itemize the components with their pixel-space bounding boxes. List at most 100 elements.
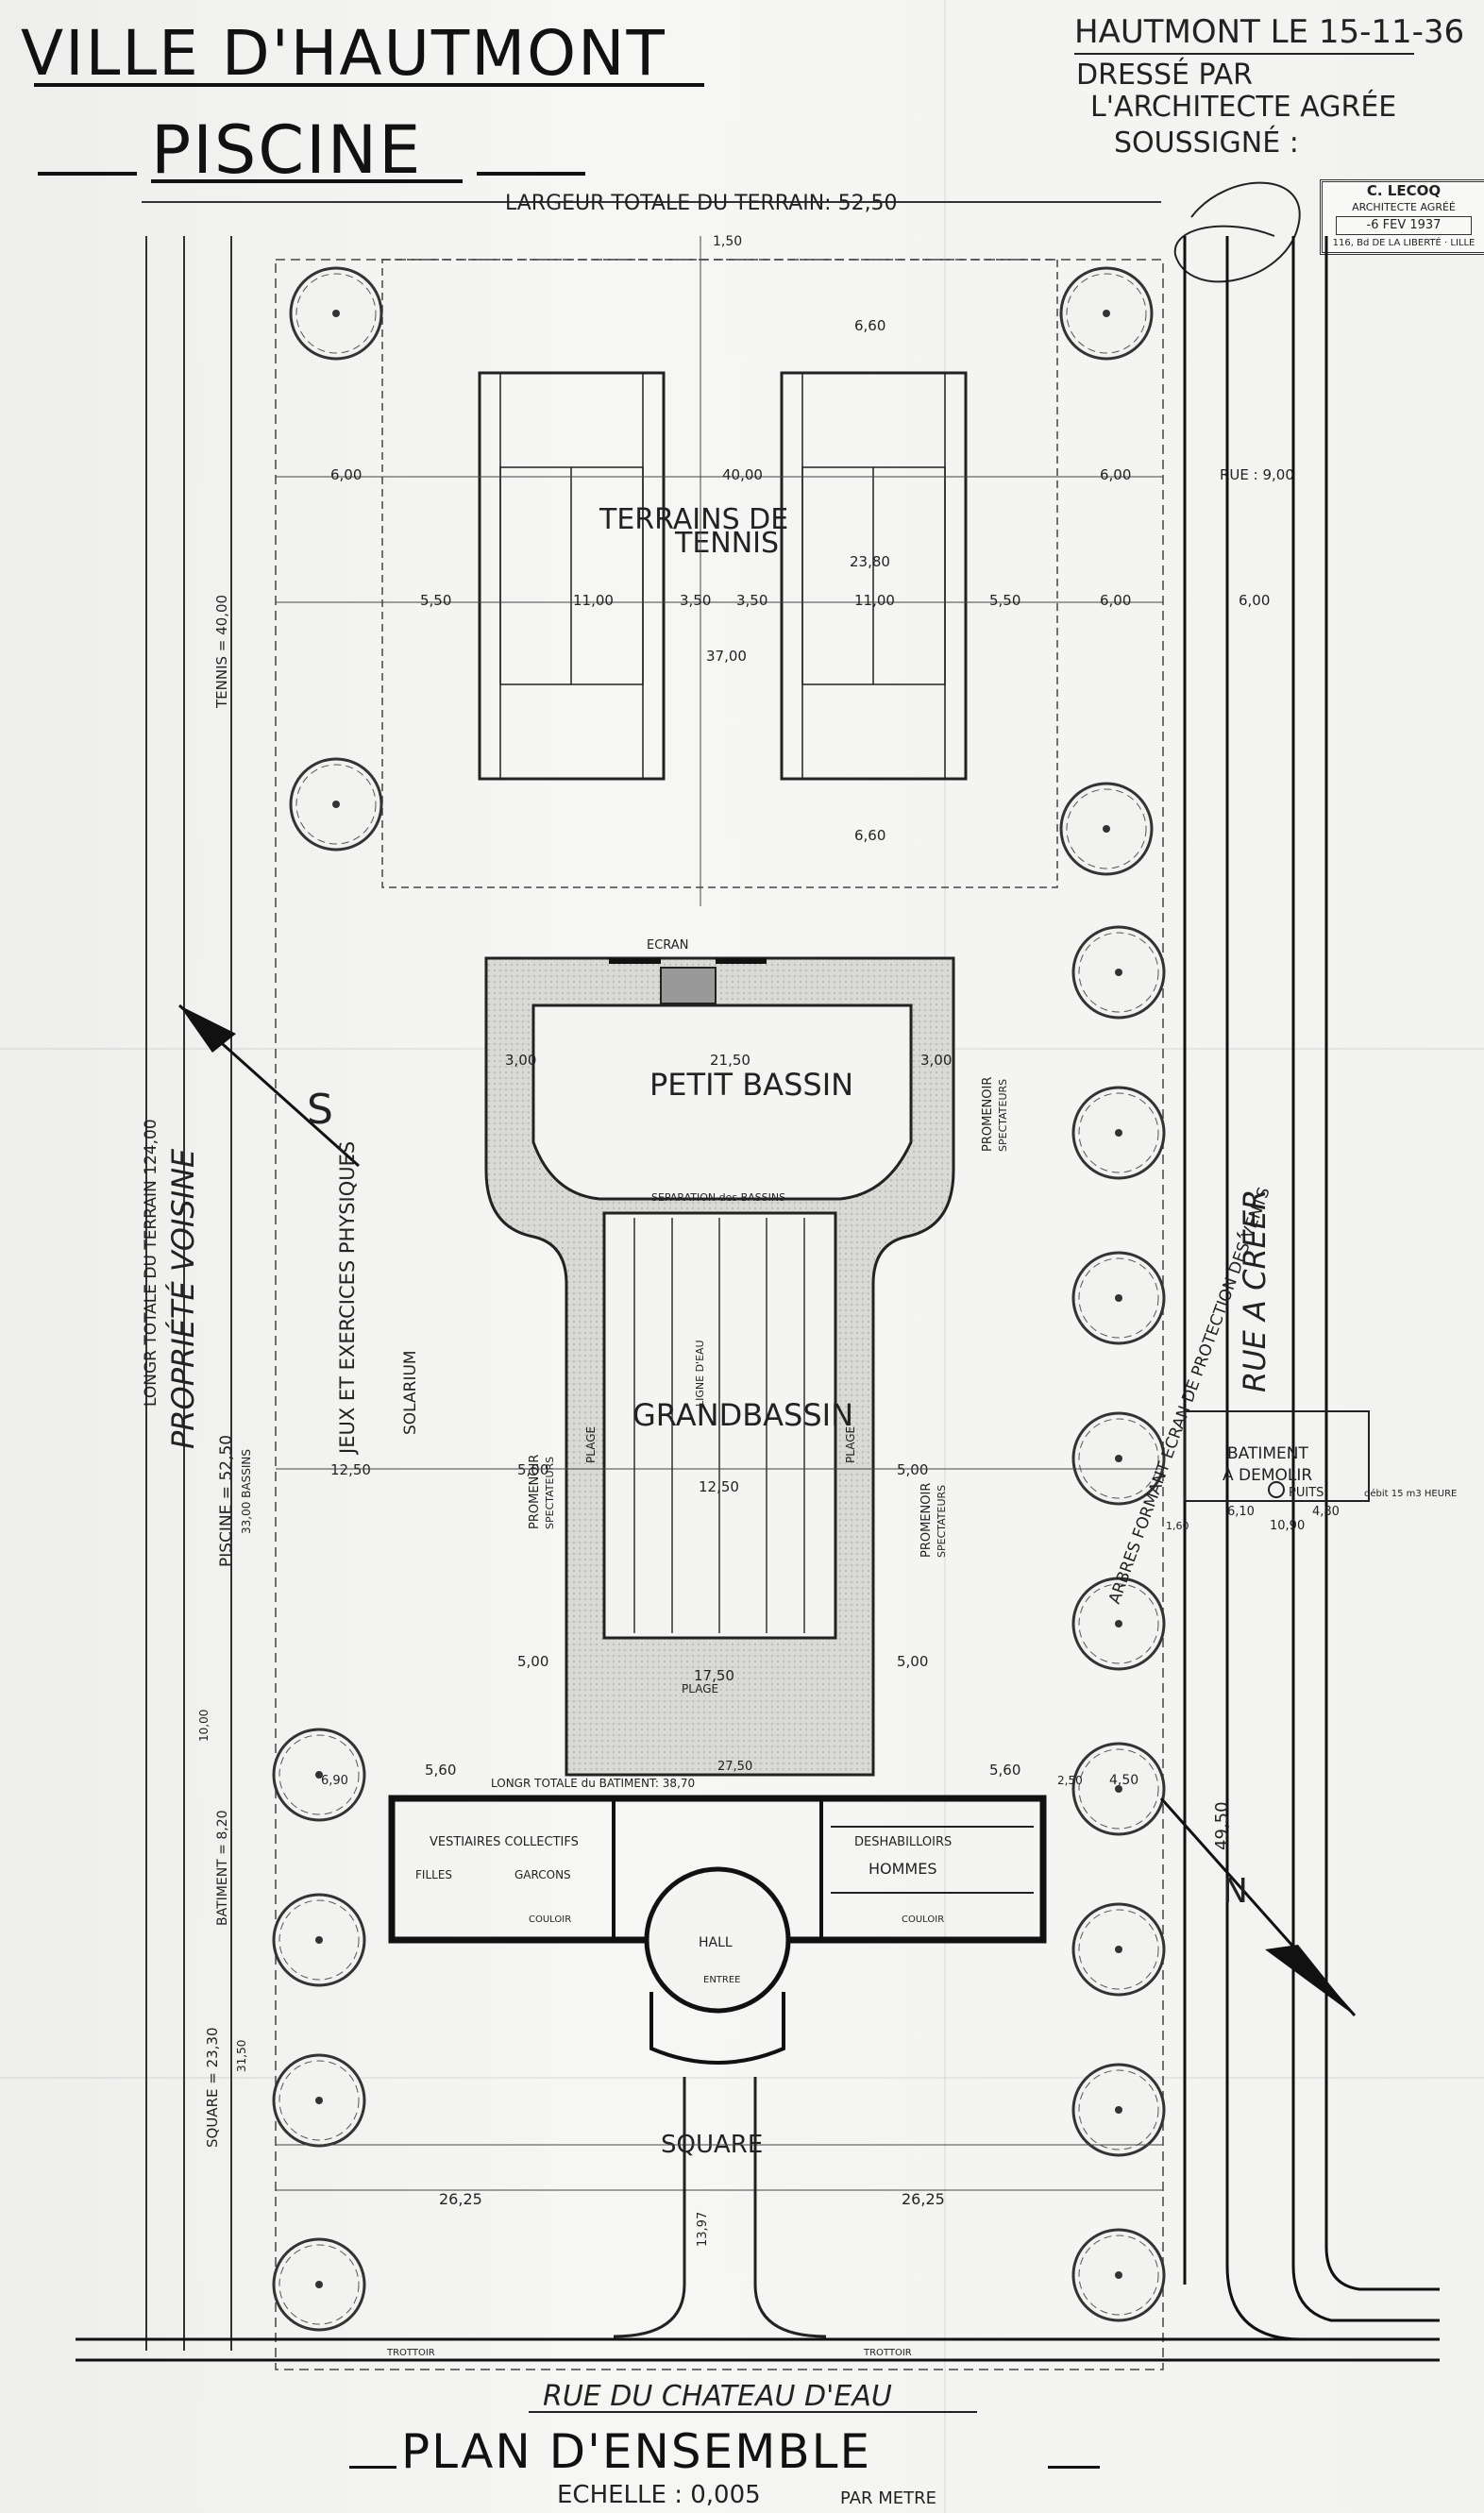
street-name-bottom: RUE DU CHATEAU D'EAU xyxy=(543,2380,892,2413)
entrance-porch xyxy=(649,1992,785,2065)
promenoir-top: PROMENOIR SPECTATEURS xyxy=(981,1077,1009,1152)
date-line: HAUTMONT LE 15-11-36 xyxy=(1074,13,1465,51)
south-arrow-head xyxy=(179,1005,236,1053)
footer-rule-right xyxy=(1048,2466,1100,2469)
dim-label: 6,10 xyxy=(1227,1505,1255,1519)
petit-bassin-label: PETIT BASSIN xyxy=(649,1067,853,1103)
tennis-court-right xyxy=(780,371,968,781)
ecran-block xyxy=(660,967,717,1004)
dim-label: 10,90 xyxy=(1270,1519,1305,1533)
dim-label: 3,00 xyxy=(920,1052,952,1069)
tree xyxy=(1071,1251,1166,1345)
dim-label: 26,25 xyxy=(439,2190,482,2208)
tree xyxy=(1059,782,1154,876)
tree xyxy=(1071,2063,1166,2157)
right-street-outer xyxy=(1324,236,1440,2291)
tennis-label-1: TERRAINS DE xyxy=(599,503,788,536)
dim-label: 27,50 xyxy=(717,1760,752,1774)
dim-label: 3,50 xyxy=(736,592,767,609)
dim-label: 5,50 xyxy=(420,592,451,609)
filles-label: FILLES xyxy=(415,1868,452,1881)
ecran-label: ECRAN xyxy=(647,938,688,953)
dim-label: 5,00 xyxy=(897,1653,928,1670)
rue-width-label: RUE : 9,00 xyxy=(1220,466,1294,483)
dim-label: 1,50 xyxy=(713,234,742,249)
dim-label: 5,00 xyxy=(517,1653,548,1670)
dim-label: 6,00 xyxy=(330,466,362,483)
dim-label: 6,60 xyxy=(854,317,885,334)
south-label: S xyxy=(307,1086,333,1134)
city-title: VILLE D'HAUTMONT xyxy=(21,17,666,90)
tree xyxy=(272,1728,366,1822)
puits-icon xyxy=(1268,1481,1285,1498)
dim-label: 11,00 xyxy=(854,592,895,609)
bassins-dim-label: 33,00 BASSINS xyxy=(240,1449,253,1534)
dim-label: 5,60 xyxy=(425,1762,456,1779)
title-rule-left xyxy=(38,172,137,176)
hall-label: HALL xyxy=(699,1935,733,1950)
dim-label: 5,60 xyxy=(989,1762,1020,1779)
north-arrow-head xyxy=(1265,1945,1355,2015)
tennis-area xyxy=(381,259,1058,888)
tree xyxy=(1071,1902,1166,1997)
dim-label: 3,00 xyxy=(505,1052,536,1069)
square-dim-label: SQUARE = 23,30 xyxy=(204,2027,221,2148)
tree xyxy=(289,757,383,852)
tree xyxy=(289,266,383,361)
hall-rotunda xyxy=(644,1866,791,2014)
dim-label: 31,50 xyxy=(235,2040,248,2072)
dim-label: 4,50 xyxy=(1109,1773,1138,1788)
project-title: PISCINE xyxy=(151,111,423,189)
svg-text:PROMENOIR: PROMENOIR xyxy=(919,1483,934,1558)
dim-label: 21,50 xyxy=(710,1052,750,1069)
dim-label: 4,80 xyxy=(1312,1505,1340,1519)
north-label: N xyxy=(1223,1872,1248,1911)
title-underline xyxy=(34,83,704,87)
petit-bassin xyxy=(531,1004,913,1201)
dim-label: 26,25 xyxy=(902,2190,945,2208)
dim-label: 6,00 xyxy=(1100,592,1131,609)
separation-label: SEPARATION des BASSINS xyxy=(651,1191,785,1204)
tennis-label-2: TENNIS xyxy=(674,527,779,560)
tree xyxy=(1071,2228,1166,2322)
title-rule-right xyxy=(477,172,585,176)
width-label: LARGEUR TOTALE DU TERRAIN: 52,50 xyxy=(505,192,898,215)
batiment-a-demolir xyxy=(1184,1410,1370,1502)
tree xyxy=(1059,266,1154,361)
dim-label: 10,00 xyxy=(197,1710,211,1742)
plage-label: PLAGE xyxy=(682,1682,718,1695)
fold-line xyxy=(0,2077,1484,2079)
promenoir-left: PROMENOIR SPECTATEURS xyxy=(528,1455,556,1529)
right-street-curb-2 xyxy=(1291,236,1440,2322)
author-line-3: SOUSSIGNÉ : xyxy=(1114,126,1299,160)
plage-label: PLAGE xyxy=(844,1426,857,1463)
batiment-label-2: A DEMOLIR xyxy=(1223,1466,1312,1485)
entrance-path xyxy=(613,2077,827,2338)
promenoir-right: PROMENOIR SPECTATEURS xyxy=(919,1483,948,1558)
svg-text:PROMENOIR: PROMENOIR xyxy=(528,1455,542,1529)
architect-stamp: C. LECOQ ARCHITECTE AGRÉÉ -6 FEV 1937 11… xyxy=(1320,179,1484,255)
signature xyxy=(1173,181,1301,283)
svg-text:SPECTATEURS: SPECTATEURS xyxy=(544,1457,556,1529)
svg-text:SPECTATEURS: SPECTATEURS xyxy=(997,1079,1009,1152)
plage-label: PLAGE xyxy=(584,1426,598,1463)
dim-label: 6,00 xyxy=(1239,592,1270,609)
longueur-terrain-label: LONGR TOTALE DU TERRAIN 124,00 xyxy=(142,1119,160,1407)
date-underline xyxy=(1074,53,1414,55)
trottoir-label: TROTTOIR xyxy=(863,2348,912,2358)
footer-rule-left xyxy=(349,2466,396,2469)
solarium-label: SOLARIUM xyxy=(401,1350,420,1435)
debit-label: débit 15 m3 HEURE xyxy=(1364,1488,1457,1499)
jeux-label: JEUX ET EXERCICES PHYSIQUES xyxy=(336,1141,359,1456)
piscine-dim-label: PISCINE = 52,50 xyxy=(217,1435,236,1567)
dim-label: 40,00 xyxy=(722,466,763,483)
building-length-label: LONGR TOTALE du BATIMENT: 38,70 xyxy=(491,1777,695,1790)
dim-label: 2,50 xyxy=(1057,1774,1083,1787)
author-line-2: L'ARCHITECTE AGRÉE xyxy=(1090,91,1397,124)
tree xyxy=(272,2053,366,2148)
dim-label: 12,50 xyxy=(330,1461,371,1478)
footer-scale-unit: PAR METRE xyxy=(840,2488,937,2508)
tennis-dim-label: TENNIS = 40,00 xyxy=(213,595,230,709)
tree xyxy=(1071,925,1166,1020)
